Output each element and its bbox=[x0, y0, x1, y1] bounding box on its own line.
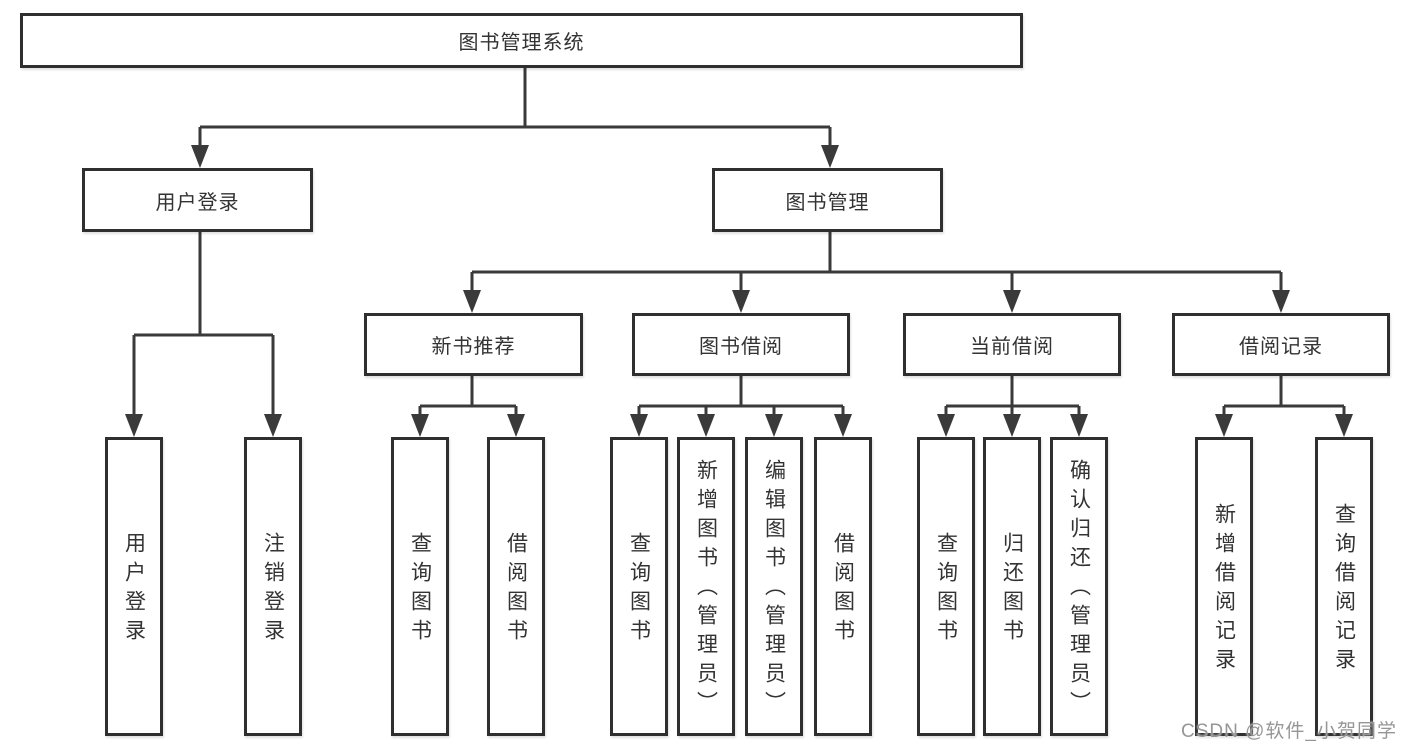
leaf-add-borrow-record: 新增借阅记录 bbox=[1195, 437, 1253, 736]
node-book-borrowing: 图书借阅 bbox=[632, 313, 850, 376]
leaf-borrow-books: 借阅图书 bbox=[487, 437, 545, 736]
leaf-confirm-return-admin: 确认归还（管理员） bbox=[1050, 437, 1108, 736]
node-label: 归还图书 bbox=[1000, 531, 1024, 648]
node-label: 借阅图书 bbox=[504, 531, 528, 648]
node-label: 用户登录 bbox=[155, 191, 240, 214]
arrowhead-icon bbox=[1003, 414, 1021, 437]
leaf-query-books: 查询图书 bbox=[391, 437, 449, 736]
arrowhead-icon bbox=[821, 145, 839, 168]
node-label: 借阅图书 bbox=[831, 531, 855, 648]
arrowhead-icon bbox=[1272, 290, 1290, 313]
arrowhead-icon bbox=[630, 414, 648, 437]
arrowhead-icon bbox=[937, 414, 955, 437]
node-label: 查询图书 bbox=[627, 531, 651, 648]
node-borrowing-records: 借阅记录 bbox=[1172, 313, 1390, 376]
arrowhead-icon bbox=[765, 414, 783, 437]
arrowhead-icon bbox=[125, 414, 143, 437]
leaf-borrow-books: 借阅图书 bbox=[814, 437, 872, 736]
node-label: 新书推荐 bbox=[431, 336, 516, 358]
leaf-return-books: 归还图书 bbox=[983, 437, 1041, 736]
node-label: 图书管理系统 bbox=[458, 32, 585, 54]
arrowhead-icon bbox=[191, 145, 209, 168]
node-label: 查询借阅记录 bbox=[1332, 502, 1356, 677]
node-label: 查询图书 bbox=[934, 531, 958, 648]
leaf-query-books: 查询图书 bbox=[610, 437, 668, 736]
node-user-login: 用户登录 bbox=[82, 168, 313, 232]
arrowhead-icon bbox=[507, 414, 525, 437]
node-label: 借阅记录 bbox=[1239, 336, 1323, 358]
csdn-watermark: CSDN @软件_小贺同学 bbox=[1181, 721, 1397, 742]
arrowhead-icon bbox=[732, 290, 750, 313]
leaf-edit-books-admin: 编辑图书（管理员） bbox=[745, 437, 803, 736]
node-label: 新增图书（管理员） bbox=[694, 459, 718, 720]
arrowheads bbox=[125, 145, 1353, 437]
node-label: 图书借阅 bbox=[699, 336, 783, 358]
node-new-book-recommend: 新书推荐 bbox=[364, 313, 583, 376]
arrowhead-icon bbox=[463, 290, 481, 313]
node-root: 图书管理系统 bbox=[20, 13, 1023, 68]
arrowhead-icon bbox=[411, 414, 429, 437]
node-label: 当前借阅 bbox=[970, 336, 1054, 358]
arrowhead-icon bbox=[697, 414, 715, 437]
connector-path bbox=[132, 68, 1346, 417]
leaf-query-borrow-record: 查询借阅记录 bbox=[1315, 437, 1373, 736]
node-label: 注销登录 bbox=[261, 531, 285, 648]
arrowhead-icon bbox=[1335, 414, 1353, 437]
arrowhead-icon bbox=[1215, 414, 1233, 437]
node-label: 图书管理 bbox=[785, 191, 870, 214]
node-label: 查询图书 bbox=[408, 531, 432, 648]
node-label: 确认归还（管理员） bbox=[1067, 459, 1091, 720]
leaf-add-books-admin: 新增图书（管理员） bbox=[677, 437, 735, 736]
arrowhead-icon bbox=[1003, 290, 1021, 313]
leaf-user-login: 用户登录 bbox=[105, 437, 163, 736]
arrowhead-icon bbox=[1070, 414, 1088, 437]
node-label: 用户登录 bbox=[122, 531, 146, 648]
arrowhead-icon bbox=[834, 414, 852, 437]
leaf-query-books: 查询图书 bbox=[917, 437, 975, 736]
node-label: 编辑图书（管理员） bbox=[762, 459, 786, 720]
leaf-logout: 注销登录 bbox=[244, 437, 302, 736]
arrowhead-icon bbox=[264, 414, 282, 437]
node-label: 新增借阅记录 bbox=[1212, 502, 1236, 677]
node-current-borrowing: 当前借阅 bbox=[903, 313, 1121, 376]
node-book-management: 图书管理 bbox=[712, 168, 943, 232]
